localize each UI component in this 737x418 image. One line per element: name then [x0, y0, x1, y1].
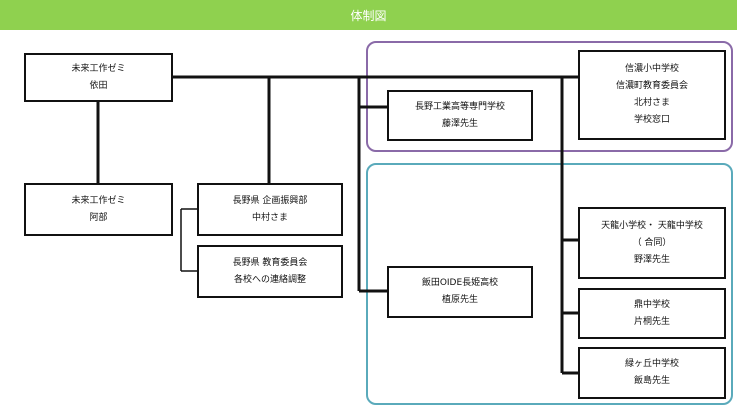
node-iida-oide-school: 飯田OIDE長姫高校: [421, 278, 499, 288]
node-shinano: 信濃小中学校 信濃町教育委員会 北村さま 学校窓口: [578, 50, 726, 140]
node-nagano-kikaku: 長野県 企画振興部 中村さま: [197, 183, 343, 236]
node-mirai-ida: 未来工作ゼミ 依田: [24, 53, 173, 102]
node-kanae-school: 鼎中学校: [633, 299, 670, 310]
node-tenryu-person: 野澤先生: [633, 254, 670, 265]
group-south: [366, 163, 733, 405]
node-nagano-kosen-org: 長野工業高等専門学校: [414, 101, 505, 112]
node-nagano-kikaku-person: 中村さま: [251, 212, 288, 223]
node-mirai-abe-org: 未来工作ゼミ: [71, 195, 126, 206]
node-nagano-kikaku-org: 長野県 企画振興部: [232, 195, 308, 206]
node-shinano-person: 北村さま: [633, 98, 670, 108]
group-north: [366, 41, 733, 152]
node-nagano-kosen-person: 藤澤先生: [441, 118, 478, 129]
node-shinano-role: 学校窓口: [633, 115, 670, 125]
node-tenryu: 天龍小学校・ 天龍中学校 （ 合同） 野澤先生: [578, 207, 726, 279]
node-nagano-kyoiku-org: 長野県 教育委員会: [232, 257, 308, 268]
node-midorigaoka: 緑ヶ丘中学校 飯島先生: [578, 347, 726, 399]
node-iida-oide-person: 植原先生: [441, 295, 478, 305]
node-midorigaoka-person: 飯島先生: [633, 376, 670, 386]
node-kanae: 鼎中学校 片桐先生: [578, 288, 726, 339]
node-mirai-abe: 未来工作ゼミ 阿部: [24, 183, 173, 236]
node-shinano-school: 信濃小中学校: [624, 64, 679, 74]
node-nagano-kyoiku-role: 各校への連絡調整: [233, 274, 306, 285]
diagram-title: 体制図: [350, 8, 387, 23]
node-mirai-ida-person: 依田: [89, 80, 108, 91]
node-shinano-board: 信濃町教育委員会: [615, 81, 688, 91]
node-kanae-person: 片桐先生: [633, 316, 670, 327]
node-iida-oide: 飯田OIDE長姫高校 植原先生: [387, 266, 533, 318]
node-tenryu-note: （ 合同）: [632, 237, 672, 248]
node-nagano-kosen: 長野工業高等専門学校 藤澤先生: [387, 90, 533, 141]
node-tenryu-school: 天龍小学校・ 天龍中学校: [601, 220, 703, 231]
diagram-title-bar: 体制図: [0, 0, 737, 30]
node-nagano-kyoiku: 長野県 教育委員会 各校への連絡調整: [197, 245, 343, 298]
node-midorigaoka-school: 緑ヶ丘中学校: [624, 359, 679, 369]
node-mirai-abe-person: 阿部: [89, 212, 108, 223]
node-mirai-ida-org: 未来工作ゼミ: [71, 63, 126, 74]
